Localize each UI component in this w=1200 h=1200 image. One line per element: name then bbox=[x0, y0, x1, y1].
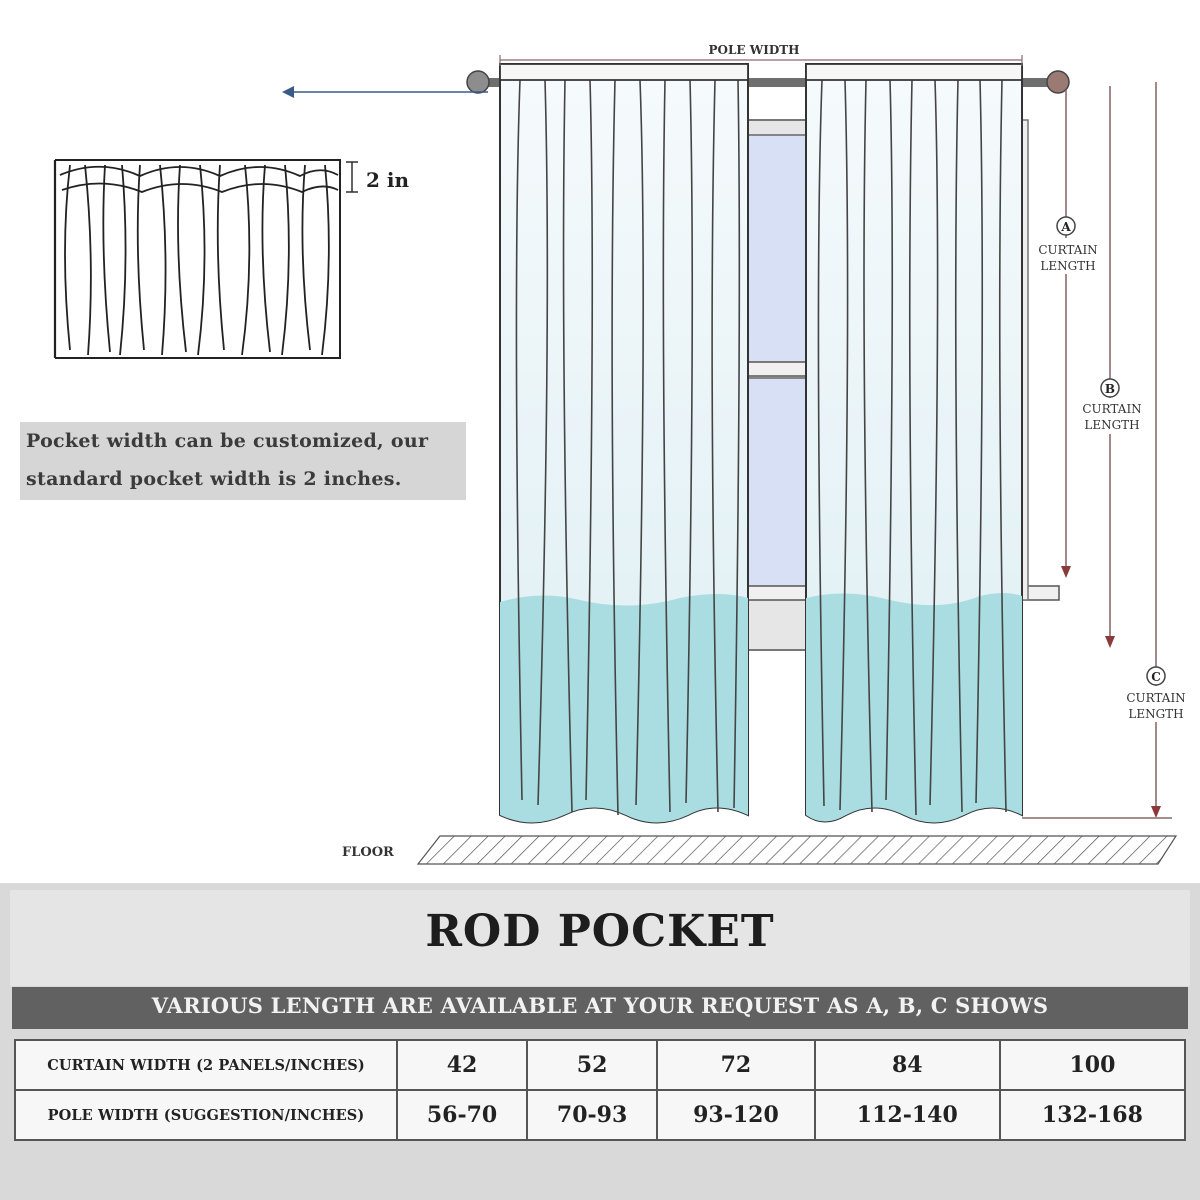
table-cell: 132-168 bbox=[998, 1089, 1187, 1141]
row-label: POLE WIDTH (SUGGESTION/INCHES) bbox=[14, 1089, 398, 1141]
measure-c-line2: LENGTH bbox=[1128, 707, 1183, 721]
page-title: ROD POCKET bbox=[425, 906, 775, 957]
measure-a-line1: CURTAIN bbox=[1038, 243, 1097, 257]
pocket-note-line1: Pocket width can be customized, our bbox=[26, 430, 429, 452]
pocket-depth-label: 2 in bbox=[366, 168, 409, 192]
table-row-pole-width: POLE WIDTH (SUGGESTION/INCHES) 56-70 70-… bbox=[14, 1089, 1187, 1141]
table-cell: 42 bbox=[395, 1039, 529, 1091]
table-cell: 52 bbox=[526, 1039, 659, 1091]
floor-label: FLOOR bbox=[342, 845, 394, 860]
measure-b-line2: LENGTH bbox=[1084, 418, 1139, 432]
pocket-note-line2: standard pocket width is 2 inches. bbox=[26, 468, 402, 490]
row-label: CURTAIN WIDTH (2 PANELS/INCHES) bbox=[14, 1039, 398, 1091]
curtain-diagram: POLE WIDTH 2 in A CURTAIN bbox=[53, 43, 1194, 865]
measure-a-letter: A bbox=[1060, 220, 1071, 234]
curtain-length-a: A CURTAIN LENGTH bbox=[1030, 90, 1100, 578]
measure-c-letter: C bbox=[1151, 670, 1161, 684]
measure-a-line2: LENGTH bbox=[1040, 259, 1095, 273]
table-cell: 72 bbox=[656, 1039, 816, 1091]
table-cell: 56-70 bbox=[395, 1089, 529, 1141]
curtain-length-c: C CURTAIN LENGTH bbox=[1118, 82, 1194, 818]
title-band bbox=[10, 890, 1190, 986]
pole-width-label: POLE WIDTH bbox=[708, 43, 799, 57]
left-curtain-panel bbox=[499, 63, 749, 824]
detail-pointer-arrow bbox=[282, 86, 488, 98]
measure-b-line1: CURTAIN bbox=[1082, 402, 1141, 416]
table-cell: 100 bbox=[998, 1039, 1187, 1091]
table-cell: 84 bbox=[813, 1039, 1001, 1091]
right-curtain-panel bbox=[805, 63, 1023, 824]
measure-b-letter: B bbox=[1105, 382, 1115, 396]
subtitle-bar bbox=[12, 987, 1188, 1029]
table-cell: 70-93 bbox=[526, 1089, 659, 1141]
pole-width-marker: POLE WIDTH bbox=[499, 43, 1023, 66]
pocket-note: Pocket width can be customized, our stan… bbox=[20, 422, 466, 500]
size-table: CURTAIN WIDTH (2 PANELS/INCHES) 42 52 72… bbox=[14, 1039, 1187, 1141]
curtain-length-b: B CURTAIN LENGTH bbox=[1074, 86, 1148, 648]
rod-pocket-detail: 2 in bbox=[53, 159, 409, 359]
floor: FLOOR bbox=[342, 817, 1178, 865]
table-cell: 93-120 bbox=[656, 1089, 816, 1141]
table-row-curtain-width: CURTAIN WIDTH (2 PANELS/INCHES) 42 52 72… bbox=[14, 1039, 1187, 1091]
table-cell: 112-140 bbox=[813, 1089, 1001, 1141]
subtitle: VARIOUS LENGTH ARE AVAILABLE AT YOUR REQ… bbox=[151, 993, 1049, 1018]
measure-c-line1: CURTAIN bbox=[1126, 691, 1185, 705]
